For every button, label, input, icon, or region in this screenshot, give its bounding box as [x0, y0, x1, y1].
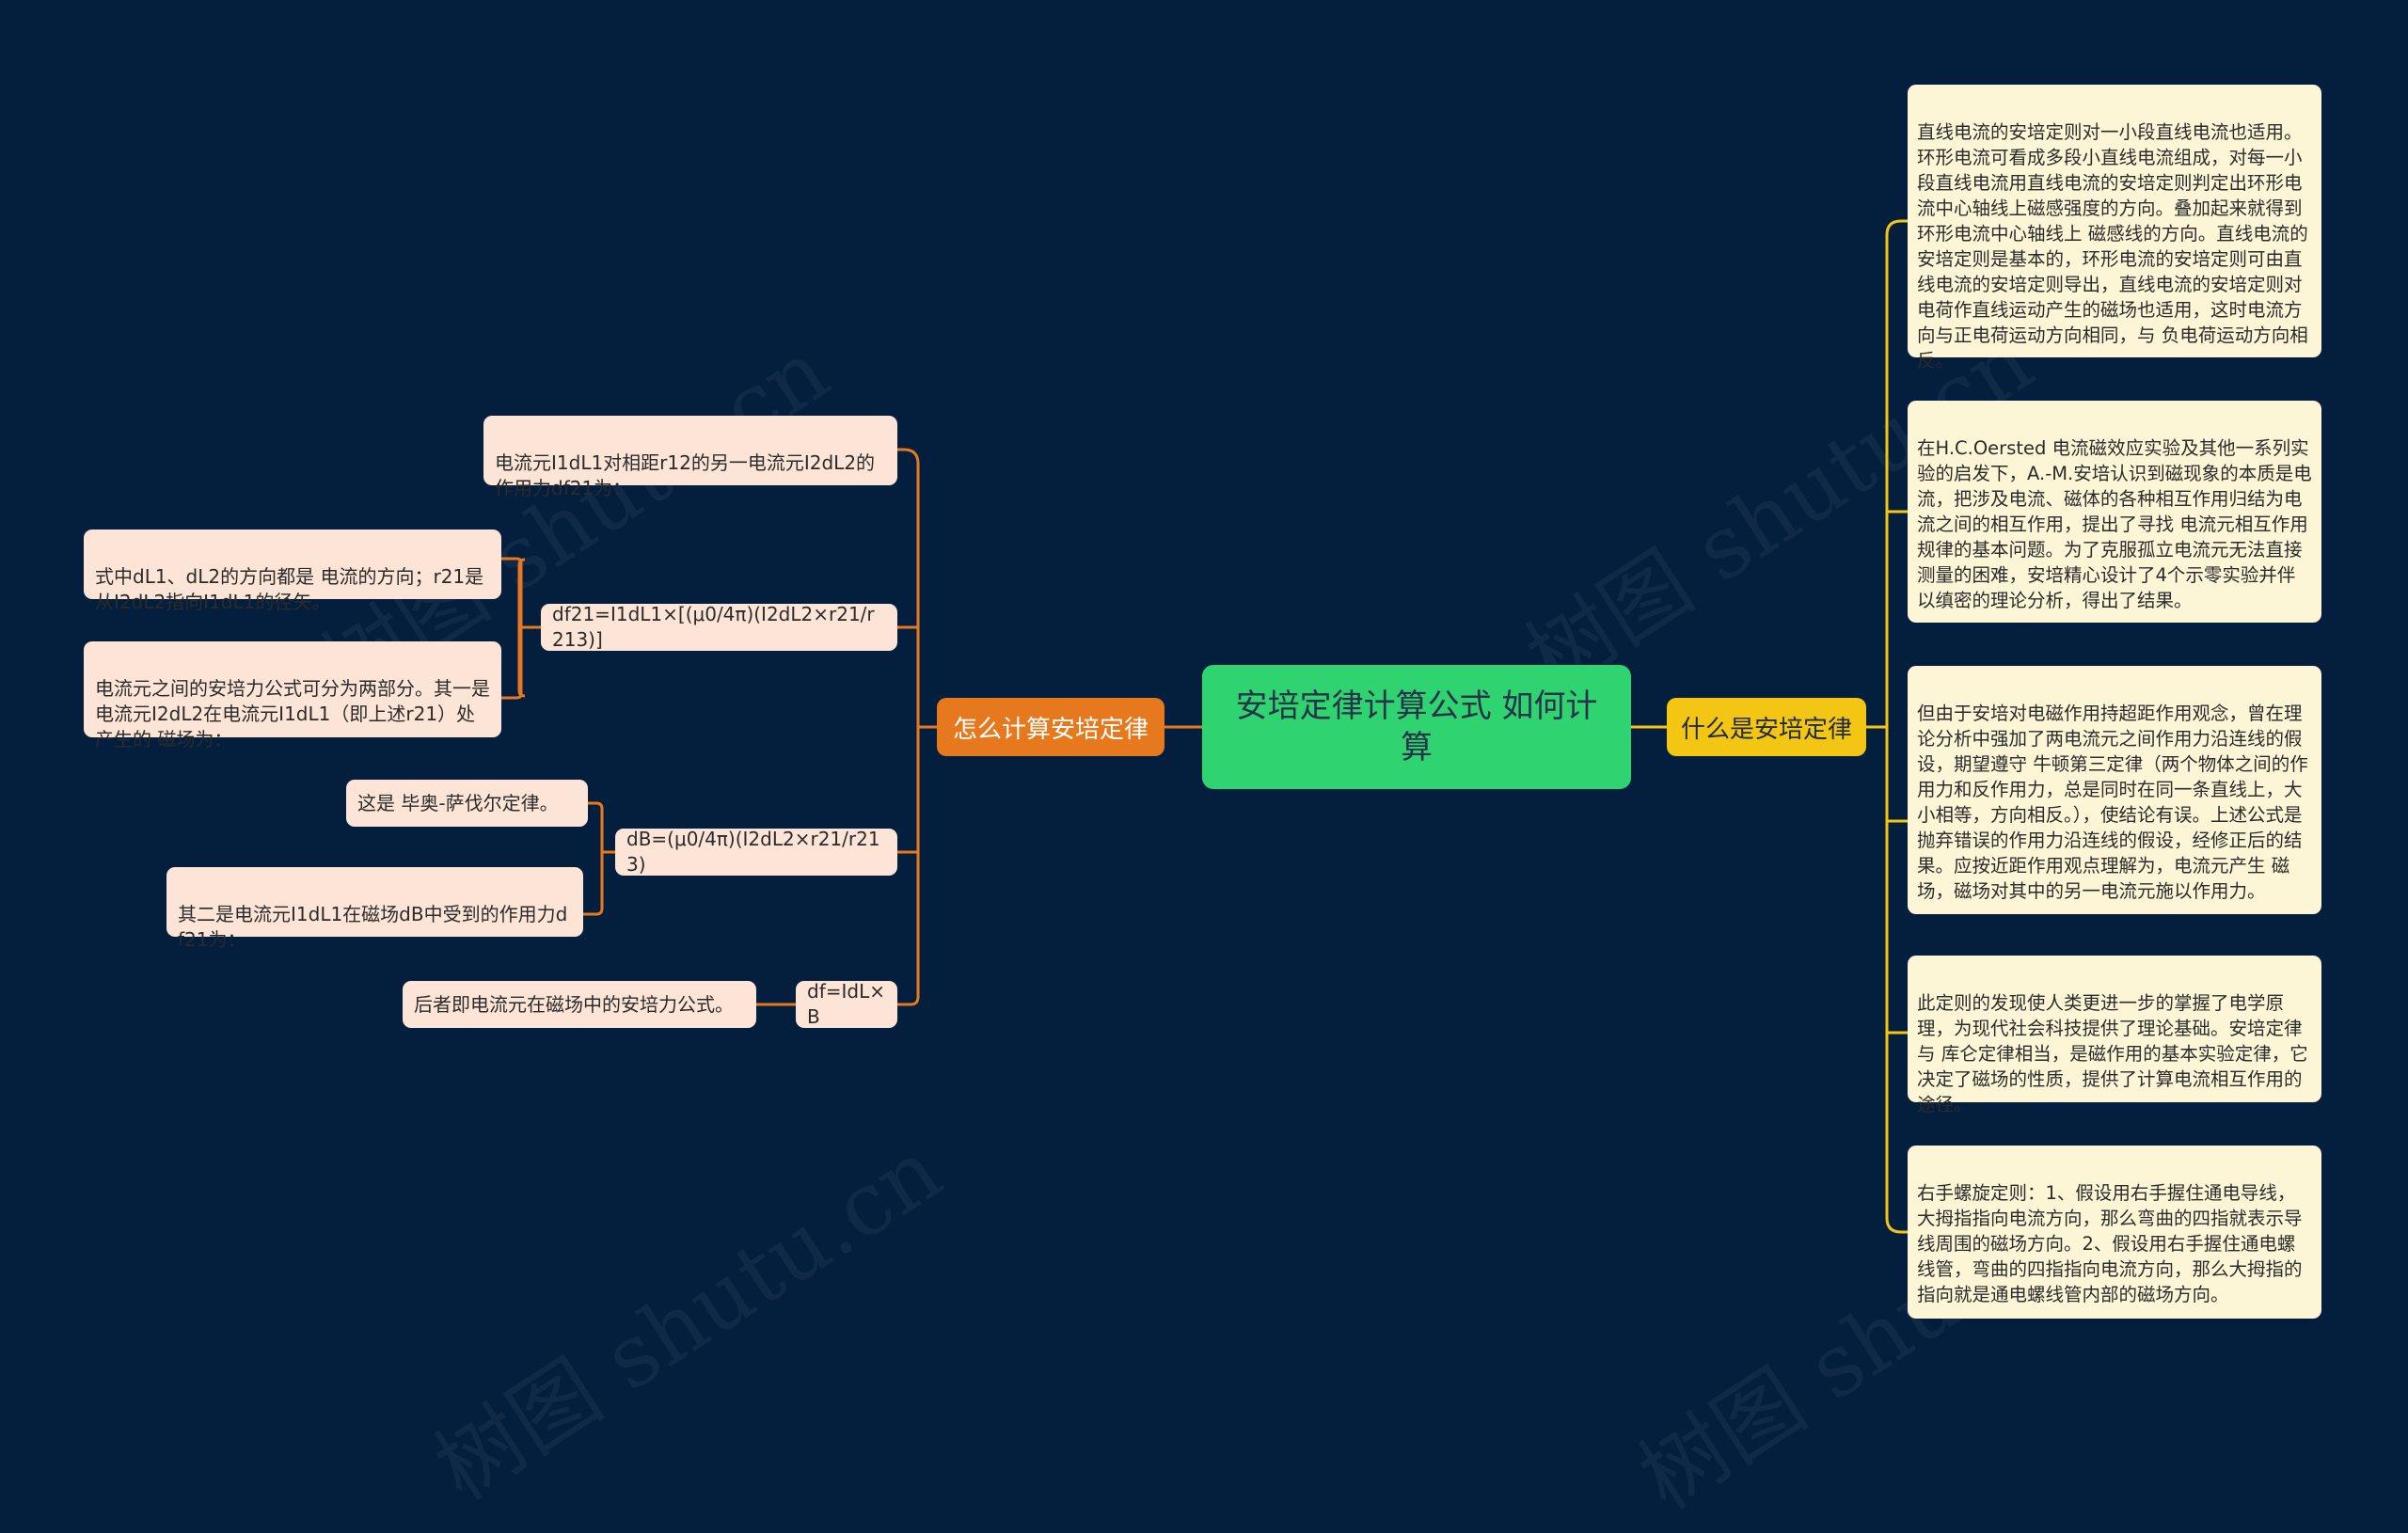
branch-what-is-ampere-law[interactable]: 什么是安培定律: [1667, 698, 1866, 756]
connector-right-trunk: [1866, 235, 1889, 1218]
node-text: 此定则的发现使人类更进一步的掌握了电学原理，为现代社会科技提供了理论基础。安培定…: [1917, 992, 2308, 1115]
right-node-right-hand-rule[interactable]: 右手螺旋定则：1、假设用右手握住通电导线，大拇指指向电流方向，那么弯曲的四指就表…: [1908, 1146, 2321, 1319]
right-node-action-at-distance[interactable]: 但由于安培对电磁作用持超距作用观念，曾在理论分析中强加了两电流元之间作用力沿连线…: [1908, 666, 2321, 914]
node-text: 后者即电流元在磁场中的安培力公式。: [414, 992, 734, 1016]
connector-lines: [501, 219, 1908, 1234]
left-node-two-parts[interactable]: 电流元之间的安培力公式可分为两部分。其一是电流元I2dL2在电流元I1dL1（即…: [84, 641, 501, 751]
node-text: df21=I1dL1×[(μ0/4π)(I2dL2×r21/r213)]: [552, 603, 875, 651]
right-node-significance[interactable]: 此定则的发现使人类更进一步的掌握了电学原理，为现代社会科技提供了理论基础。安培定…: [1908, 956, 2321, 1115]
branch-how-to-calculate[interactable]: 怎么计算安培定律: [937, 698, 1164, 756]
left-node-biot-savart[interactable]: 这是 毕奥-萨伐尔定律。: [346, 780, 588, 827]
node-text: 右手螺旋定则：1、假设用右手握住通电导线，大拇指指向电流方向，那么弯曲的四指就表…: [1917, 1182, 2303, 1305]
node-text: 电流元I1dL1对相距r12的另一电流元I2dL2的作用力df21为：: [495, 451, 876, 499]
root-label: 安培定律计算公式 如何计算: [1235, 687, 1598, 766]
connector-left-trunk: [916, 464, 937, 997]
left-node-ampere-force[interactable]: 后者即电流元在磁场中的安培力公式。: [403, 981, 756, 1028]
node-text: 电流元之间的安培力公式可分为两部分。其一是电流元I2dL2在电流元I1dL1（即…: [95, 677, 490, 751]
node-text: 直线电流的安培定则对一小段直线电流也适用。环形电流可看成多段小直线电流组成，对每…: [1917, 121, 2308, 371]
left-node-direction-note[interactable]: 式中dL1、dL2的方向都是 电流的方向；r21是从I2dL2指向I1dL1的径…: [84, 529, 501, 613]
node-text: 其二是电流元I1dL1在磁场dB中受到的作用力df21为：: [178, 903, 568, 951]
node-text: dB=(μ0/4π)(I2dL2×r21/r213): [626, 828, 880, 876]
left-node-second-part[interactable]: 其二是电流元I1dL1在磁场dB中受到的作用力df21为：: [166, 867, 583, 951]
branch-label: 什么是安培定律: [1680, 715, 1852, 744]
root-node[interactable]: 安培定律计算公式 如何计算: [1202, 665, 1631, 789]
branch-label: 怎么计算安培定律: [952, 715, 1149, 744]
left-node-formula-df[interactable]: df=IdL×B: [796, 980, 897, 1028]
right-node-oersted[interactable]: 在H.C.Oersted 电流磁效应实验及其他一系列实验的启发下，A.-M.安培…: [1908, 401, 2321, 623]
node-text: 式中dL1、dL2的方向都是 电流的方向；r21是从I2dL2指向I1dL1的径…: [95, 565, 484, 613]
right-node-straight-current[interactable]: 直线电流的安培定则对一小段直线电流也适用。环形电流可看成多段小直线电流组成，对每…: [1908, 85, 2321, 371]
left-node-force-intro[interactable]: 电流元I1dL1对相距r12的另一电流元I2dL2的作用力df21为：: [483, 416, 897, 499]
node-text: 在H.C.Oersted 电流磁效应实验及其他一系列实验的启发下，A.-M.安培…: [1917, 437, 2312, 611]
node-text: df=IdL×B: [807, 980, 885, 1028]
left-node-formula-dB[interactable]: dB=(μ0/4π)(I2dL2×r21/r213): [615, 828, 897, 876]
node-text: 这是 毕奥-萨伐尔定律。: [357, 791, 559, 814]
node-text: 但由于安培对电磁作用持超距作用观念，曾在理论分析中强加了两电流元之间作用力沿连线…: [1917, 703, 2308, 902]
left-node-formula-df21[interactable]: df21=I1dL1×[(μ0/4π)(I2dL2×r21/r213)]: [541, 603, 897, 651]
